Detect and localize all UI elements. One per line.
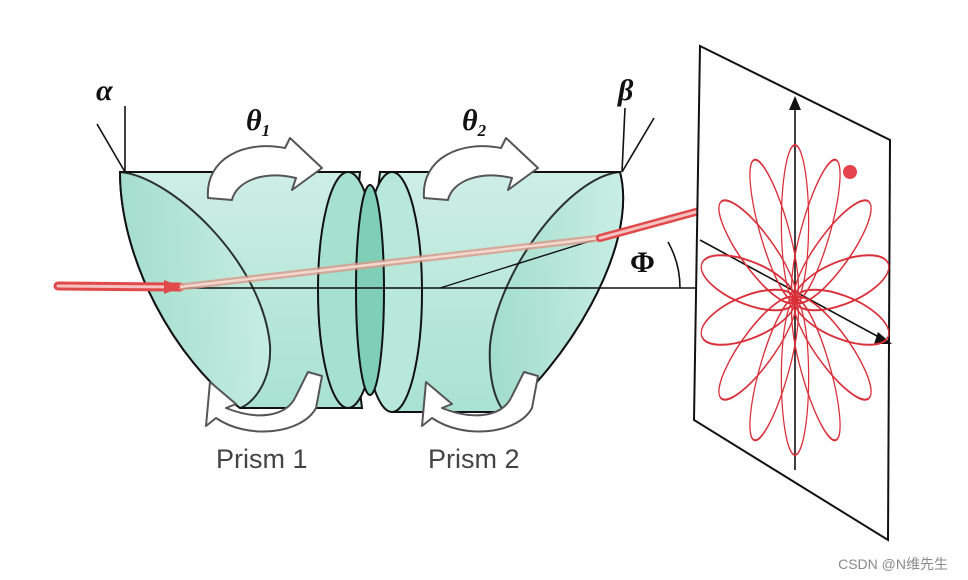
alpha-label: α xyxy=(96,74,113,107)
prism-contact-region xyxy=(355,184,385,396)
leader-lines xyxy=(96,106,655,173)
theta2-label: θ2 xyxy=(462,104,487,140)
prism-2 xyxy=(361,170,625,414)
phi-label: Φ xyxy=(630,246,655,279)
prism-1-caption: Prism 1 xyxy=(216,444,308,474)
theta2-subscript: 2 xyxy=(477,121,487,140)
phi-angle-arc xyxy=(667,241,681,289)
rotation-arrow-top-1 xyxy=(206,137,323,201)
rotation-arrows xyxy=(205,137,539,433)
refracted-beam xyxy=(179,234,601,291)
beta-label: β xyxy=(617,74,634,107)
projection-screen xyxy=(692,44,892,542)
deflection-reference-line xyxy=(439,237,601,289)
theta1-label: θ1 xyxy=(246,104,270,140)
theta1-subscript: 1 xyxy=(262,121,271,140)
rosette-scan-pattern xyxy=(700,144,890,456)
prism-2-caption: Prism 2 xyxy=(428,444,520,474)
theta1-symbol: θ xyxy=(246,104,262,137)
incoming-beam xyxy=(53,280,185,294)
rotation-arrow-top-2 xyxy=(422,137,539,201)
rotation-arrow-bottom-1 xyxy=(205,371,323,433)
watermark: CSDN @N维先生 xyxy=(838,556,948,572)
screen-axis-horizontal-arrow xyxy=(874,332,892,344)
rotation-arrow-bottom-2 xyxy=(421,371,539,433)
rosette-petal xyxy=(749,158,799,302)
beam-spot xyxy=(843,165,857,179)
theta2-symbol: θ xyxy=(462,104,478,137)
prism-2-tilted-face xyxy=(488,170,625,414)
screen-axis-vertical-arrow xyxy=(789,96,801,110)
